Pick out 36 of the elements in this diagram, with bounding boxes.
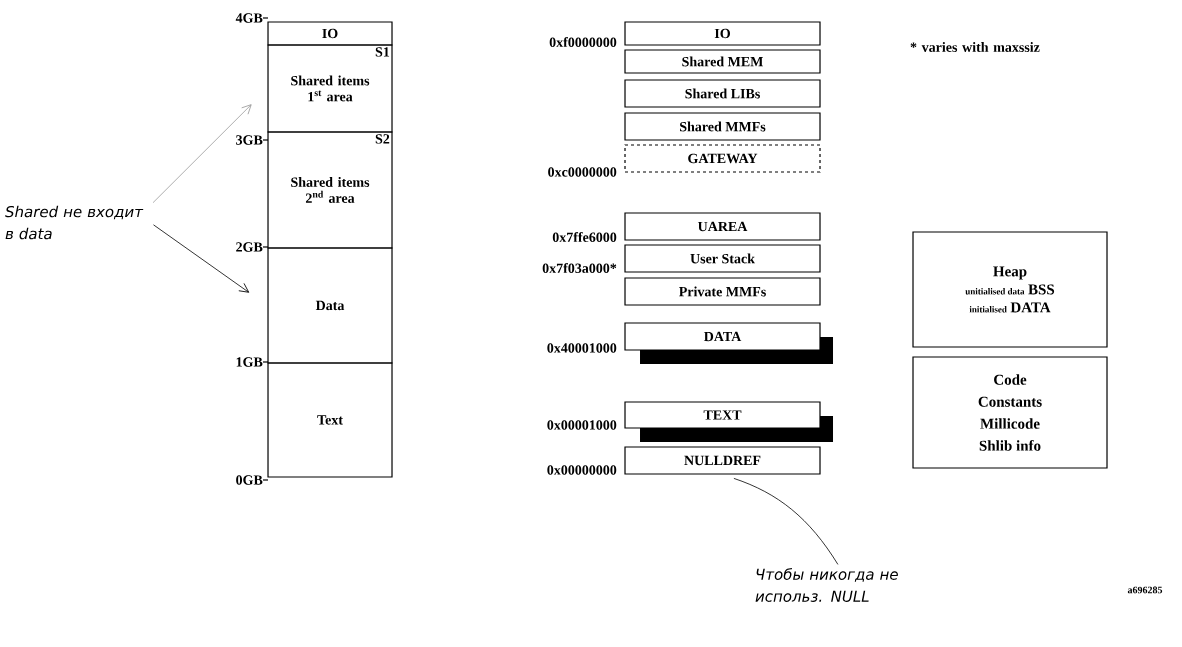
memory-region: Shared items 1$^{st}$ area S1 bbox=[267, 44, 393, 133]
address-label: 0x7ffe6000 bbox=[552, 232, 617, 242]
footnote: * varies with maxssiz bbox=[910, 42, 1040, 52]
memory-segment-box: Shared LIBs bbox=[624, 79, 821, 108]
arrow bbox=[152, 104, 252, 204]
scale-label: 3GB bbox=[236, 135, 269, 145]
memory-segment-box: Private MMFs bbox=[624, 277, 821, 306]
memory-segment-box: User Stack bbox=[624, 244, 821, 273]
address-label: 0x00000000 bbox=[547, 465, 617, 475]
memory-region: Shared items 2$^{nd}$ area S2 bbox=[267, 131, 393, 249]
memory-segment-box: GATEWAY bbox=[624, 144, 821, 173]
scale-label: 0GB bbox=[236, 475, 269, 485]
memory-segment-box: NULLDREF bbox=[624, 446, 821, 475]
scale-label: 2GB bbox=[236, 242, 269, 252]
memory-region: IO bbox=[267, 21, 393, 46]
memory-segment-box: IO bbox=[624, 21, 821, 46]
memory-segment-box: DATA bbox=[624, 322, 833, 364]
memory-segment-box: Shared MEM bbox=[624, 49, 821, 74]
arrow bbox=[153, 224, 250, 293]
address-label: 0x7f03a000* bbox=[542, 263, 617, 273]
memory-segment-box: UAREA bbox=[624, 212, 821, 241]
address-label: 0xf0000000 bbox=[549, 37, 617, 47]
memory-segment-box: Shared MMFs bbox=[624, 112, 821, 141]
memory-region: Text bbox=[267, 362, 393, 478]
text-segment-box: Code Constants Millicode Shlib info bbox=[912, 356, 1108, 469]
scale-label: 1GB bbox=[236, 357, 269, 367]
address-label: 0x00001000 bbox=[547, 420, 617, 430]
scale-label: 4GB bbox=[235, 13, 269, 23]
memory-segment-box: TEXT bbox=[624, 401, 833, 442]
memory-region: Data bbox=[267, 247, 393, 364]
figure-id: a696285 bbox=[1127, 586, 1163, 594]
handwritten-note: Shared не входит в data bbox=[5, 205, 144, 240]
handwritten-note: Чтобы никогда не использ. NULL bbox=[755, 568, 898, 602]
data-segment-box: Heap unitialised data BSS initialised DATA bbox=[912, 231, 1108, 348]
address-label: 0xc0000000 bbox=[548, 167, 617, 177]
address-label: 0x40001000 bbox=[547, 343, 617, 353]
